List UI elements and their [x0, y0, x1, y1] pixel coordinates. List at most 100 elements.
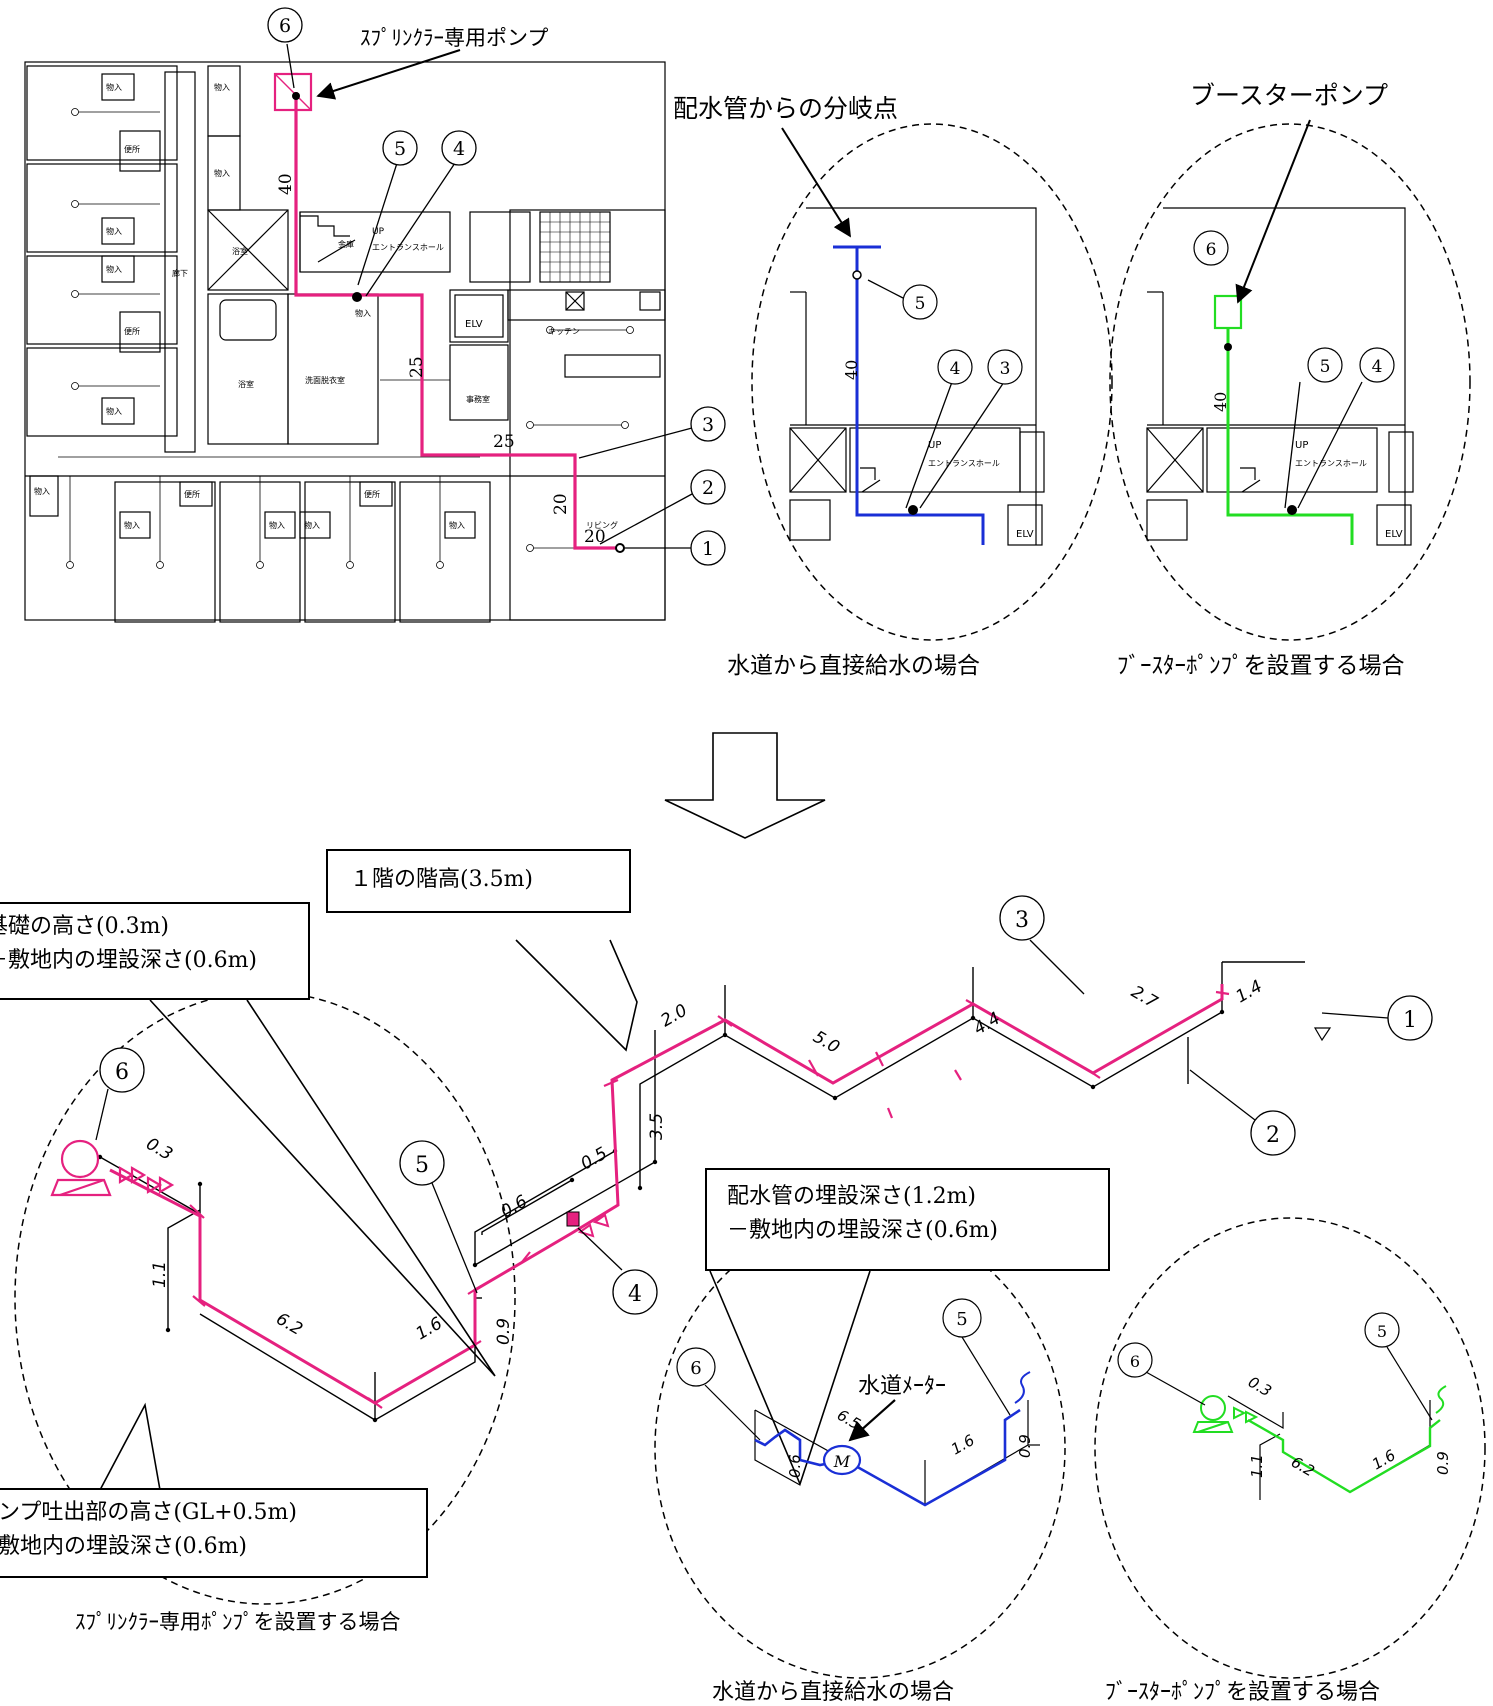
iso-booster: 0.3 1.1 6.2 1.6 0.9 6 5: [1094, 1217, 1486, 1679]
callout-pump-line1: ポンプ吐出部の高さ(GL+0.5m): [0, 1500, 297, 1525]
room-label-washroom: 浴室: [232, 246, 248, 256]
svg-text:1: 1: [702, 538, 714, 560]
callout-foundation-line2: ＋敷地内の埋設深さ(0.6m): [0, 948, 258, 973]
svg-text:6: 6: [1206, 240, 1217, 260]
direct-iso-marker-5: 5: [942, 1298, 982, 1338]
direct-iso-marker-6: 6: [676, 1347, 716, 1387]
plan-room-labels: 物入 物入 物入 物入 物入 物入 物入 物入 物入 物入 物入 便所 便所 便…: [34, 82, 618, 530]
plan-dim-20-vertical: 20: [551, 493, 571, 515]
room-label-elv: ELV: [465, 319, 483, 330]
iso-marker-2: 2: [1250, 1110, 1296, 1156]
booster-iso-dim-0.9: 0.9: [1434, 1451, 1452, 1475]
floor-plan: [24, 61, 666, 623]
sprinkler-pipe-route: [294, 92, 620, 550]
callout-floor-height: １階の階高(3.5m): [326, 849, 631, 913]
room-label-storage: 物入: [124, 520, 140, 530]
svg-text:3: 3: [1015, 908, 1029, 933]
direct-label-hall: エントランスホール: [928, 459, 1000, 468]
room-label-hall: エントランスホール: [372, 243, 444, 252]
svg-text:5: 5: [956, 1309, 967, 1330]
room-label-storage: 物入: [106, 82, 122, 92]
valve-symbol: [908, 505, 918, 515]
room-label-storage: 物入: [214, 168, 230, 178]
room-label-toilet: 便所: [124, 326, 140, 336]
booster-iso-marker-6: 6: [1117, 1342, 1153, 1378]
plan-dim-20-horizontal: 20: [584, 527, 606, 547]
iso-dim-0.3: 0.3: [143, 1134, 176, 1165]
room-label-toilet: 便所: [364, 489, 380, 499]
room-label-bath: 浴室: [238, 379, 254, 389]
iso-marker-4: 4: [612, 1269, 658, 1315]
callout-main-depth-line1: 配水管の埋設深さ(1.2m): [727, 1184, 977, 1209]
svg-text:4: 4: [628, 1282, 642, 1307]
plan-pump-arrow: [316, 49, 461, 100]
plan-markers: [286, 43, 693, 549]
svg-text:5: 5: [415, 1153, 429, 1178]
room-label-storage: 物入: [304, 520, 320, 530]
iso-dim-1.4: 1.4: [1233, 976, 1266, 1007]
direct-marker-3: 3: [987, 349, 1023, 385]
detail-direct-supply: 40 UP エントランスホール ELV 配水管からの分岐点 5 4 3: [673, 94, 1113, 641]
plan-pump-label: ｽﾌﾟﾘﾝｸﾗｰ専用ポンプ: [360, 26, 548, 50]
room-label-up: UP: [372, 227, 385, 237]
room-label-cupboard: 物入: [355, 308, 371, 318]
iso-dim-2.0: 2.0: [658, 1000, 691, 1031]
plan-dim-25-horizontal: 25: [493, 432, 515, 452]
callout-main-depth: 配水管の埋設深さ(1.2m) －敷地内の埋設深さ(0.6m): [705, 1168, 1110, 1271]
valve-symbol: [352, 292, 362, 302]
direct-iso-pipe: [754, 1408, 1021, 1507]
direct-label-elv: ELV: [1016, 529, 1034, 540]
room-label-storage: 物入: [34, 486, 50, 496]
iso-dim-3.5: 3.5: [647, 1113, 667, 1140]
sprinkler-iso-pipe: [109, 984, 1224, 1405]
isometric-sprinkler: [14, 961, 1332, 1605]
direct-dim-40: 40: [842, 360, 861, 380]
callout-pointers: [99, 939, 871, 1491]
svg-text:5: 5: [1320, 357, 1331, 377]
branch-point-label: 配水管からの分岐点: [673, 94, 898, 123]
room-label-storage: 物入: [214, 82, 230, 92]
direct-marker-4: 4: [937, 349, 973, 385]
detail-booster-pump: 40 UP エントランスホール ELV ブースターポンプ 6 5 4: [1109, 81, 1471, 641]
room-label-storage: 物入: [106, 226, 122, 236]
plan-marker-6: 6: [267, 7, 303, 43]
callout-foundation: 基礎の高さ(0.3m) ＋敷地内の埋設深さ(0.6m): [0, 902, 310, 1000]
room-label-storage: 物入: [449, 520, 465, 530]
svg-text:5: 5: [1377, 1322, 1387, 1341]
svg-text:2: 2: [702, 477, 714, 499]
booster-pump-label: ブースターポンプ: [1190, 81, 1388, 110]
direct-marker-5: 5: [902, 284, 938, 320]
direct-iso-dim-1.6: 1.6: [948, 1431, 978, 1459]
room-label-kitchen: キッチン: [548, 327, 580, 336]
callout-foundation-line1: 基礎の高さ(0.3m): [0, 914, 170, 939]
room-label-living: リビング: [586, 520, 618, 530]
caption-iso-booster: ﾌﾞｰｽﾀｰﾎﾟﾝﾌﾟを設置する場合: [1105, 1680, 1381, 1705]
sprinkler-pump-box: [273, 72, 313, 112]
caption-sprinkler-pump: ｽﾌﾟﾘﾝｸﾗｰ専用ﾎﾟﾝﾌﾟを設置する場合: [75, 1610, 401, 1634]
booster-dim-40: 40: [1211, 392, 1230, 412]
room-label-office: 事務室: [466, 394, 490, 404]
booster-iso-dim-1.1: 1.1: [1248, 1454, 1266, 1478]
svg-text:4: 4: [950, 359, 961, 379]
booster-label-up: UP: [1295, 440, 1308, 451]
direct-pipe-route: [855, 247, 985, 545]
plan-marker-4: 4: [441, 130, 477, 166]
iso-marker-1: 1: [1387, 995, 1433, 1041]
svg-text:6: 6: [115, 1060, 129, 1085]
booster-marker-4: 4: [1359, 347, 1395, 383]
booster-pump-icon: [1192, 1395, 1259, 1433]
pump-symbol-dot: [292, 92, 300, 100]
caption-direct-supply: 水道から直接給水の場合: [727, 653, 980, 679]
svg-text:3: 3: [1000, 359, 1011, 379]
svg-text:5: 5: [915, 294, 926, 314]
caption-iso-direct: 水道から直接給水の場合: [712, 1680, 955, 1705]
direct-iso-dim-6.5: 6.5: [834, 1406, 864, 1434]
plan-marker-1: 1: [690, 530, 726, 566]
plan-marker-2: 2: [690, 469, 726, 505]
down-arrow-icon: [664, 732, 826, 839]
plan-dimensions: 40 25 25 20 20: [276, 173, 606, 547]
iso-dim-5.0: 5.0: [810, 1027, 843, 1058]
plan-marker-5: 5: [382, 130, 418, 166]
booster-iso-marker-5: 5: [1364, 1312, 1400, 1348]
